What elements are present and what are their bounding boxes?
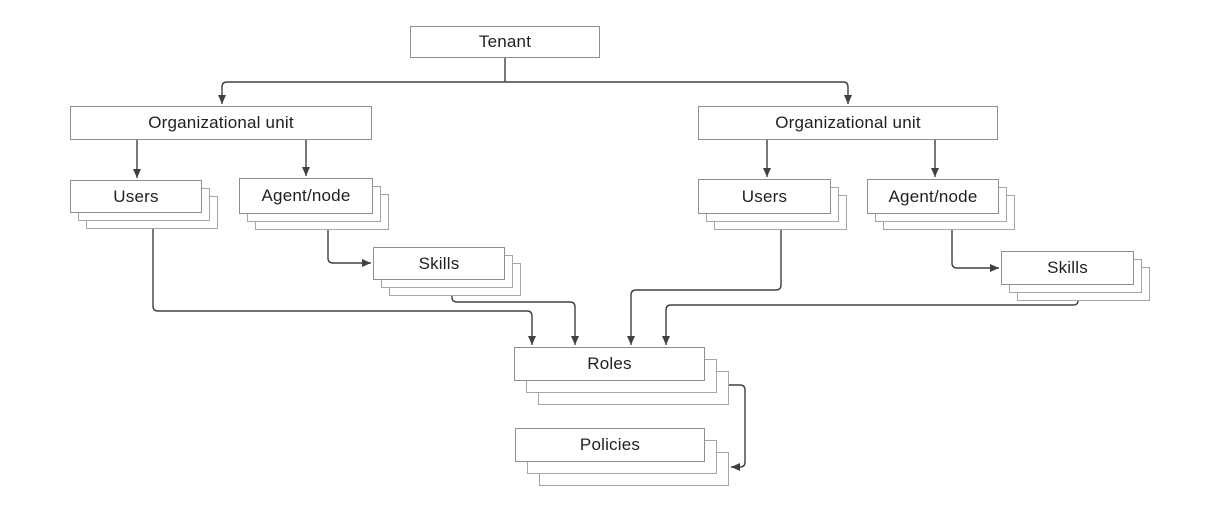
- edge-tenant-to-ou-right: [505, 81, 852, 104]
- node-label: Agent/node: [261, 186, 351, 205]
- edge-tenant-to-ou-left: [218, 81, 505, 104]
- node-users-right: Users: [698, 179, 847, 230]
- node-box: Skills: [1001, 251, 1134, 285]
- node-agent-node-right: Agent/node: [867, 179, 1015, 230]
- node-label: Organizational unit: [148, 113, 294, 132]
- node-label: Policies: [579, 435, 641, 454]
- node-box: Users: [698, 179, 831, 214]
- node-skills-left: Skills: [373, 247, 521, 296]
- node-label: Users: [113, 186, 159, 206]
- node-label: Tenant: [478, 32, 532, 51]
- node-skills-right: Skills: [1001, 251, 1150, 301]
- edge-agent-right-to-skills: [951, 229, 999, 272]
- node-label: Roles: [587, 354, 632, 373]
- node-box: Agent/node: [239, 178, 373, 214]
- node-policies: Policies: [515, 428, 729, 486]
- node-label: Organizational unit: [775, 113, 921, 132]
- node-label: Skills: [1047, 258, 1088, 277]
- node-box: Organizational unit: [698, 106, 998, 140]
- node-box: Policies: [515, 428, 705, 462]
- node-users-left: Users: [70, 180, 218, 229]
- node-roles: Roles: [514, 347, 729, 405]
- node-organizational-unit-right: Organizational unit: [698, 106, 998, 140]
- node-organizational-unit-left: Organizational unit: [70, 106, 372, 140]
- edge-skills-right-to-roles: [662, 300, 1079, 345]
- edge-agent-left-to-skills: [327, 229, 371, 267]
- node-label: Skills: [418, 253, 460, 273]
- node-label: Users: [741, 186, 788, 206]
- node-box: Users: [70, 180, 202, 213]
- node-box: Skills: [373, 247, 505, 280]
- node-label: Agent/node: [888, 186, 978, 206]
- edge-users-left-to-roles: [152, 228, 536, 345]
- edge-skills-left-to-roles: [451, 295, 579, 345]
- node-box: Organizational unit: [70, 106, 372, 140]
- node-agent-node-left: Agent/node: [239, 178, 389, 230]
- node-box: Roles: [514, 347, 705, 381]
- edge-users-right-to-roles: [627, 229, 782, 345]
- edge-roles-to-policies: [729, 384, 746, 471]
- node-box: Agent/node: [867, 179, 999, 214]
- node-tenant: Tenant: [410, 26, 600, 58]
- node-box: Tenant: [410, 26, 600, 58]
